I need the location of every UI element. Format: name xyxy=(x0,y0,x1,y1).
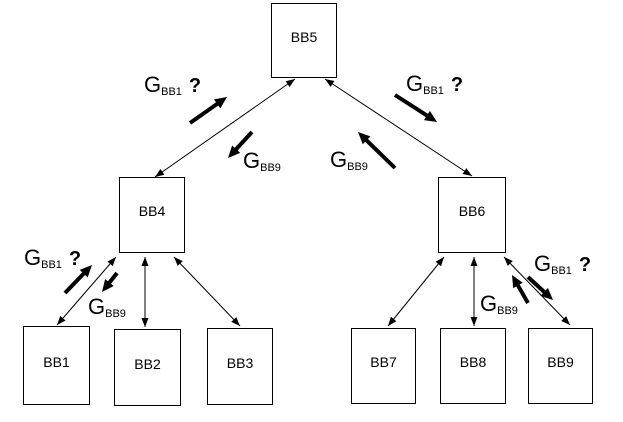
thick-arrow-gbb1-up-right-near-bb5-left-shaft xyxy=(188,99,223,125)
edge-BB6-BB9-line xyxy=(503,256,571,326)
label-gbb1-top-left-symbol: G xyxy=(144,72,162,97)
label-gbb9-left-subscript: BB9 xyxy=(105,308,126,320)
box-label-bb4: BB4 xyxy=(138,203,166,219)
edge-BB6-BB5-line xyxy=(324,78,473,177)
edge-BB4-BB2-arrowhead-end xyxy=(141,318,149,327)
box-bb9: BB9 xyxy=(528,328,593,404)
thick-arrow-gbb1-up-left-near-bb9-head xyxy=(512,275,523,289)
label-gbb1-top-left-question-mark: ? xyxy=(188,75,202,97)
edge-BB4-BB2-arrowhead-start xyxy=(141,257,149,266)
label-gbb1-left-question-mark: ? xyxy=(68,248,82,270)
box-bb5: BB5 xyxy=(271,3,337,78)
label-gbb1-left-symbol: G xyxy=(24,245,42,270)
edge-BB4-BB1-arrowhead-end xyxy=(57,315,66,325)
label-gbb1-top-right-question-mark: ? xyxy=(450,74,464,96)
edge-BB6-BB5-arrowhead-start xyxy=(462,168,472,176)
label-gbb9-top-right-symbol: G xyxy=(330,147,348,172)
label-gbb9-top-left-subscript: BB9 xyxy=(260,162,281,174)
label-gbb9-top-left: GBB9 xyxy=(243,148,281,174)
thick-arrow-gbb1-up-right-near-bb5-left-head xyxy=(214,97,227,109)
edge-BB4-BB5-arrowhead-start xyxy=(155,168,165,177)
label-gbb9-top-right-subscript: BB9 xyxy=(347,161,368,173)
label-gbb1-left-subscript: BB1 xyxy=(41,259,62,271)
edge-BB6-BB8-arrowhead-end xyxy=(470,317,478,326)
edge-BB6-BB7-arrowhead-start xyxy=(435,257,444,267)
box-bb4: BB4 xyxy=(119,177,185,253)
box-bb2: BB2 xyxy=(114,329,181,406)
box-bb8: BB8 xyxy=(440,328,506,404)
box-label-bb7: BB7 xyxy=(370,354,397,370)
edge-BB4-BB1-arrowhead-start xyxy=(107,257,116,267)
box-bb6: BB6 xyxy=(438,177,506,253)
label-gbb9-left-symbol: G xyxy=(88,294,106,319)
thick-arrow-gbb1-down-right-near-bb9-head xyxy=(540,287,553,300)
label-gbb1-top-right-subscript: BB1 xyxy=(423,85,444,97)
thick-arrow-gbb1-down-right-near-bb5-right-head xyxy=(423,110,437,122)
box-label-bb3: BB3 xyxy=(226,354,254,371)
label-gbb1-right-question-mark: ? xyxy=(578,254,592,276)
edge-BB6-BB7-arrowhead-end xyxy=(388,316,397,326)
label-gbb1-left: GBB1? xyxy=(24,245,82,271)
thick-arrow-gbb1-up-right-near-bb1-head xyxy=(79,265,92,278)
thick-arrow-gbb9-up-left-near-bb5-right-head xyxy=(358,132,371,145)
box-label-bb1: BB1 xyxy=(43,353,70,370)
box-label-bb2: BB2 xyxy=(134,355,161,372)
label-gbb1-top-left: GBB1? xyxy=(144,72,202,98)
label-gbb1-top-right: GBB1? xyxy=(406,71,464,97)
label-gbb9-top-left-symbol: G xyxy=(243,148,261,173)
box-bb1: BB1 xyxy=(23,326,90,405)
box-bb7: BB7 xyxy=(351,328,416,404)
thick-arrow-gbb9-down-left-near-bb5-left-head xyxy=(228,145,241,158)
label-gbb9-right-symbol: G xyxy=(480,291,498,316)
edge-BB6-BB8-arrowhead-start xyxy=(470,257,478,266)
label-gbb1-right: GBB1? xyxy=(534,251,592,277)
label-gbb9-right-subscript: BB9 xyxy=(497,305,518,317)
label-gbb9-right: GBB9 xyxy=(480,291,518,317)
box-label-bb8: BB8 xyxy=(459,354,487,370)
edge-BB4-BB3-arrowhead-start xyxy=(174,257,183,266)
thick-arrow-gbb1-up-right-near-bb1-shaft xyxy=(63,268,89,295)
box-label-bb5: BB5 xyxy=(290,28,318,45)
edge-BB6-BB5-arrowhead-end xyxy=(325,79,335,87)
label-gbb9-top-right: GBB9 xyxy=(330,147,368,173)
label-gbb1-right-subscript: BB1 xyxy=(551,265,572,277)
edge-BB4-BB3-arrowhead-end xyxy=(231,317,240,326)
label-gbb1-top-right-symbol: G xyxy=(406,71,424,96)
thick-arrow-gbb9-up-left-near-bb5-right-shaft xyxy=(361,135,397,170)
edge-BB6-BB9-arrowhead-start xyxy=(504,257,513,266)
edge-BB4-BB5-arrowhead-end xyxy=(285,79,295,88)
thick-arrow-gbb1-down-right-near-bb5-right-shaft xyxy=(393,93,433,120)
box-label-bb6: BB6 xyxy=(458,203,486,219)
box-bb3: BB3 xyxy=(207,328,273,405)
thick-arrow-gbb9-down-left-near-bb1-head xyxy=(102,279,114,292)
box-label-bb9: BB9 xyxy=(547,354,574,370)
label-gbb1-right-symbol: G xyxy=(534,251,552,276)
edge-BB4-BB1-line xyxy=(56,256,117,326)
edge-BB4-BB5-line xyxy=(154,78,296,178)
edge-BB4-BB3-line xyxy=(173,256,241,327)
label-gbb9-left: GBB9 xyxy=(88,294,126,320)
edge-BB6-BB7-line xyxy=(387,256,445,327)
label-gbb1-top-left-subscript: BB1 xyxy=(161,86,182,98)
edge-BB6-BB9-arrowhead-end xyxy=(561,316,570,325)
